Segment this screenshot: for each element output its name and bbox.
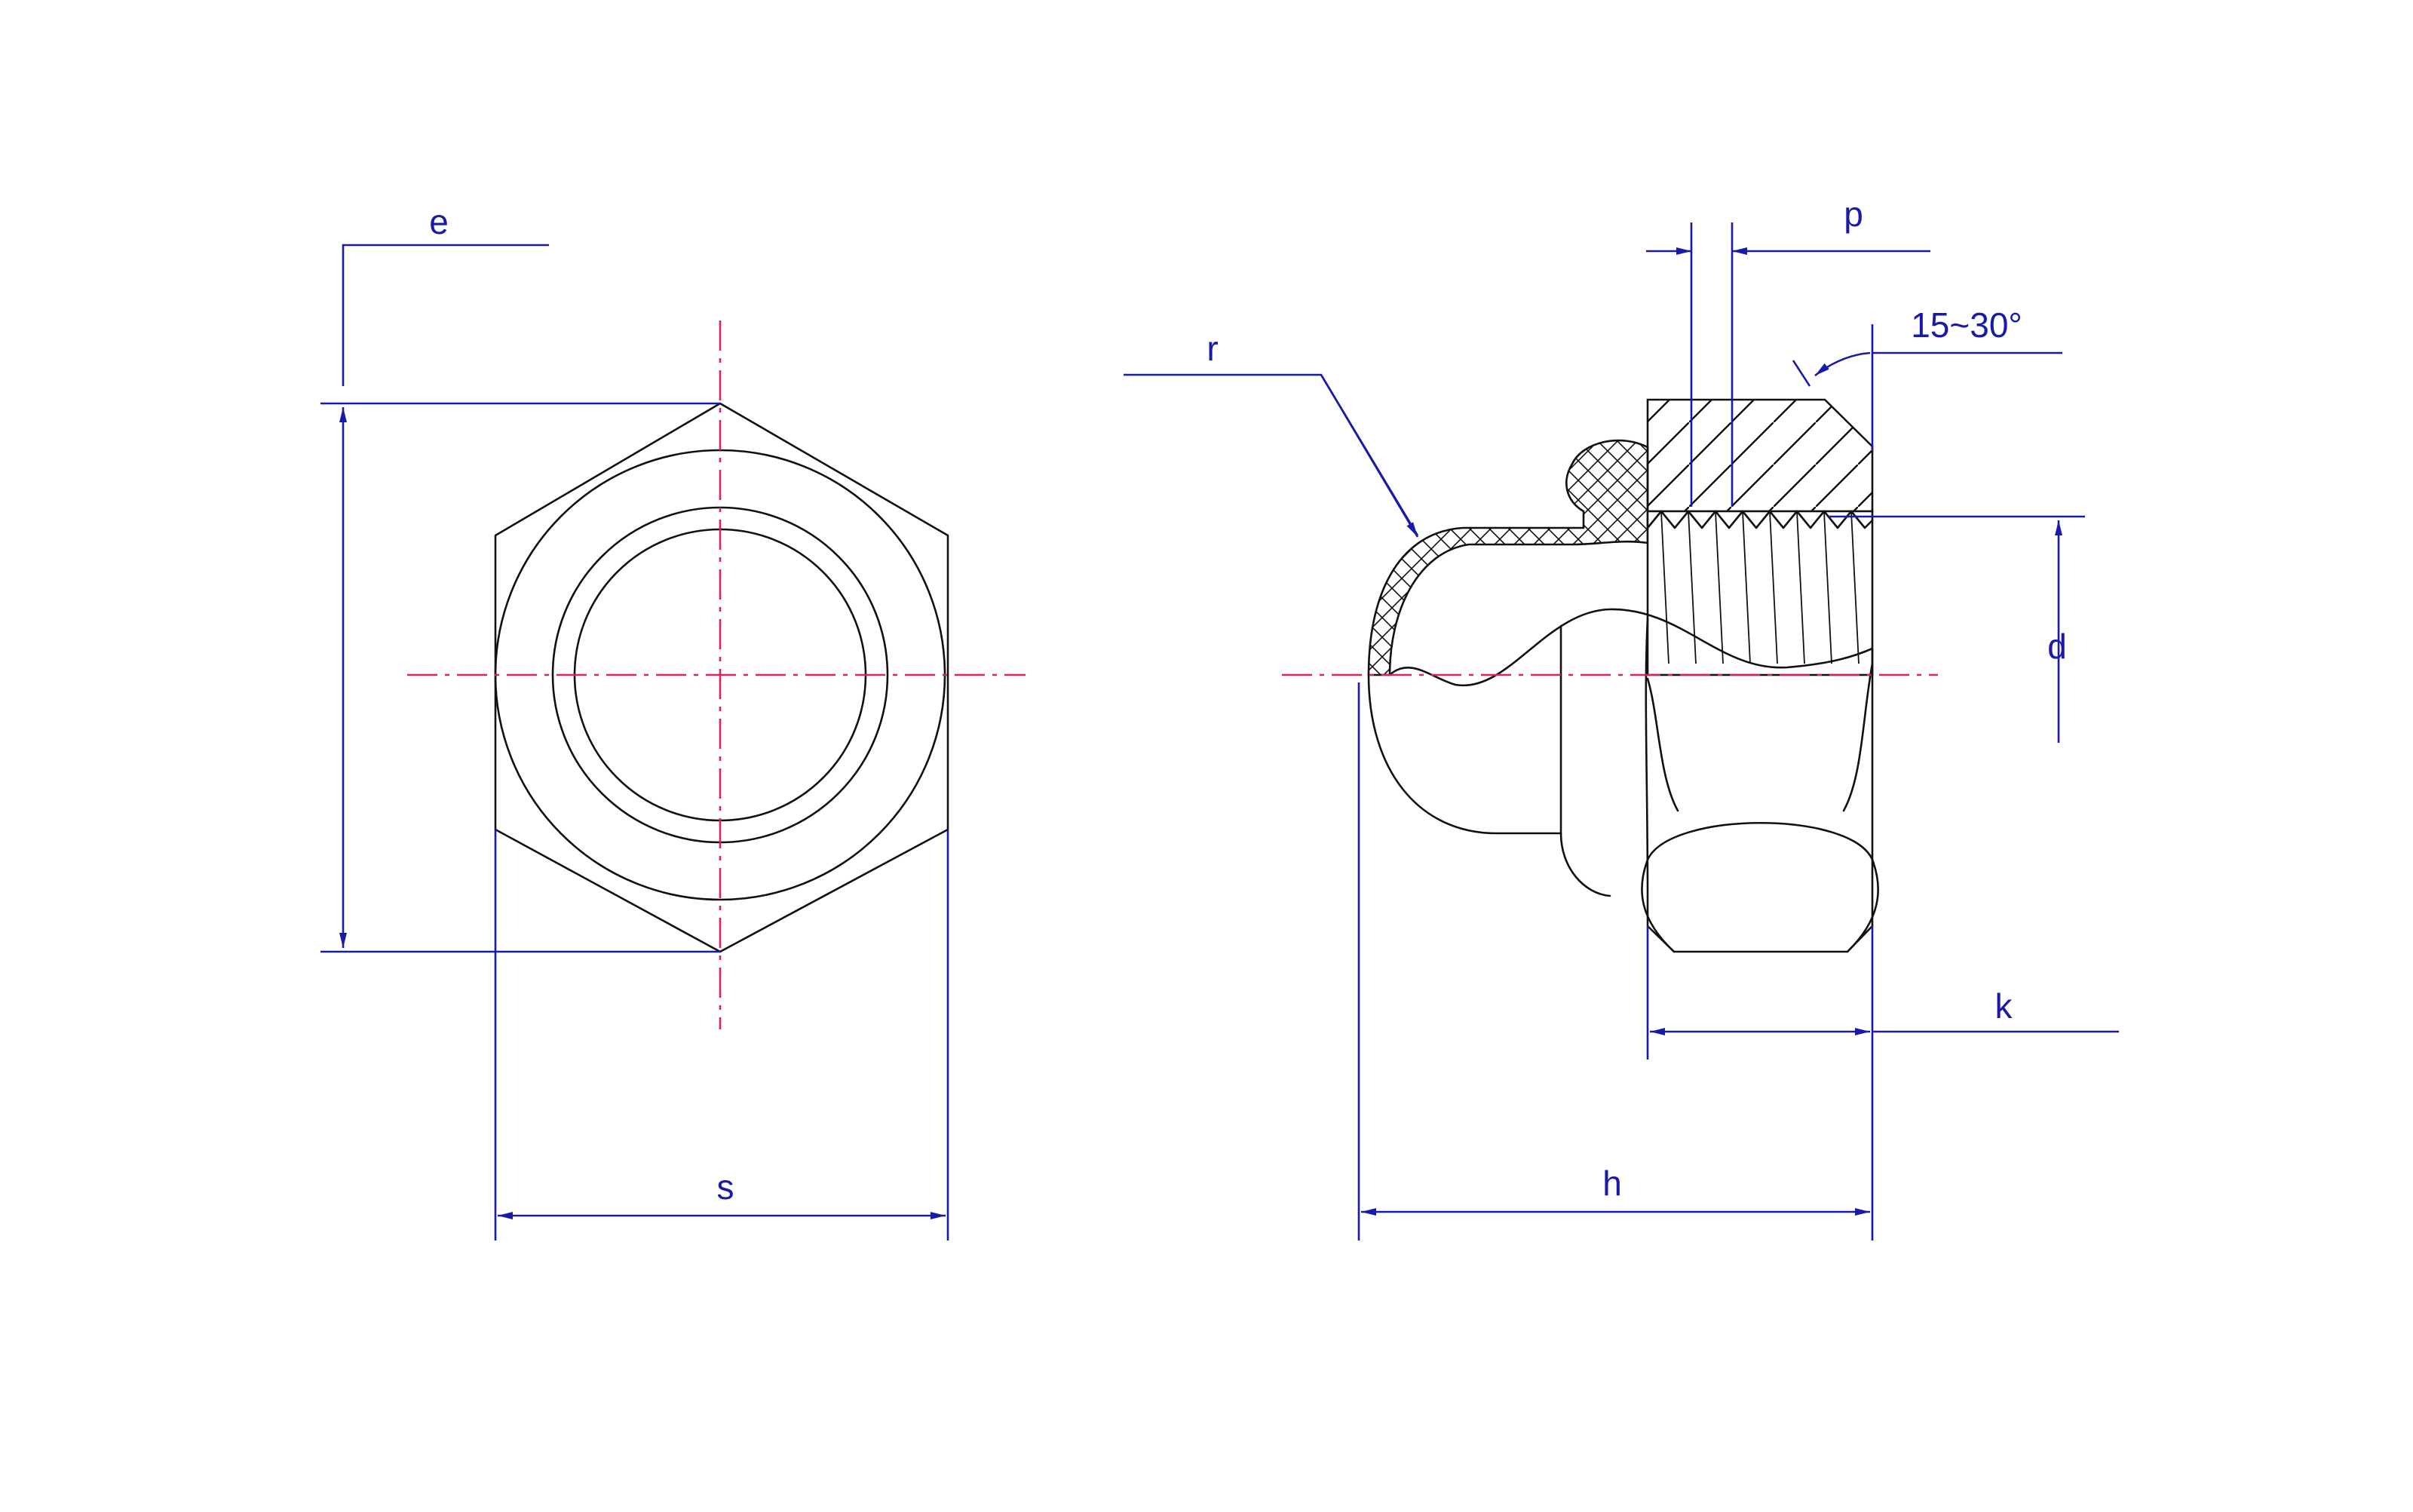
dimension-angle: 15~30° bbox=[1792, 305, 2062, 451]
label-e: e bbox=[429, 202, 449, 241]
thread-zone bbox=[1646, 510, 1874, 676]
dimension-d: d bbox=[1829, 515, 2085, 743]
hex-upper-facet bbox=[1646, 662, 1874, 812]
dimension-k: k bbox=[1646, 926, 2119, 1241]
dimension-s: s bbox=[494, 830, 949, 1241]
front-view bbox=[407, 320, 1026, 1029]
hex-face-arc-right bbox=[1846, 858, 1879, 953]
cap-section-hatch bbox=[1367, 439, 1649, 676]
dimension-p: p bbox=[1646, 195, 1930, 507]
label-angle: 15~30° bbox=[1911, 305, 2022, 345]
label-k: k bbox=[1995, 986, 2013, 1026]
thread-teeth bbox=[1646, 510, 1874, 664]
hex-face-arc-left bbox=[1641, 858, 1676, 953]
label-r: r bbox=[1206, 329, 1218, 368]
side-view bbox=[1282, 398, 1938, 953]
cap-dome-lower bbox=[1367, 673, 1562, 835]
label-s: s bbox=[717, 1167, 734, 1207]
dimension-r: r bbox=[1124, 329, 1419, 538]
thread-cut-curve bbox=[1388, 608, 1874, 687]
collar-outline bbox=[1559, 624, 1611, 897]
label-p: p bbox=[1844, 195, 1863, 234]
body-section-hatch bbox=[1646, 398, 1874, 513]
hex-outline bbox=[494, 402, 949, 953]
dimension-e: e bbox=[320, 202, 720, 953]
label-h: h bbox=[1602, 1164, 1622, 1203]
hex-face-curve bbox=[1646, 821, 1874, 861]
hex-flat-lower bbox=[1645, 617, 1874, 953]
dimension-h: h bbox=[1357, 682, 1870, 1241]
label-d: d bbox=[2047, 627, 2067, 666]
